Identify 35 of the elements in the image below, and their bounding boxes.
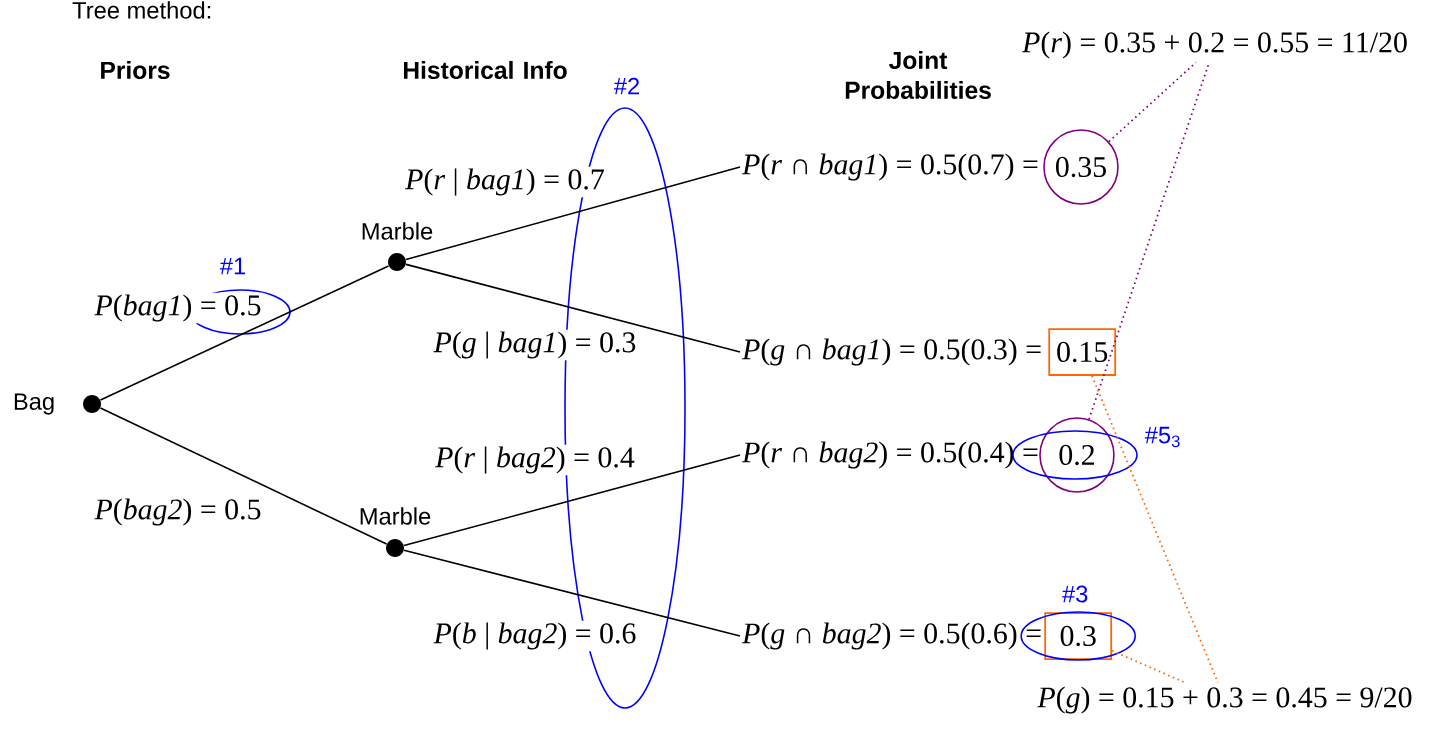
leader-line <box>1108 61 1197 143</box>
edge-label: P(bag1) = 0.5 <box>92 292 264 324</box>
sum-formula: P(g) = 0.15 + 0.3 = 0.45 = 9/20 <box>1037 686 1412 714</box>
circled-value: 0.35 <box>1043 129 1119 205</box>
node-label: Bag <box>14 393 54 415</box>
edge-label: P(g | bag1) = 0.3 <box>431 329 639 361</box>
column-heading: Priors <box>101 60 170 80</box>
leader-line <box>1091 375 1219 684</box>
branch-line <box>405 166 741 261</box>
branch-line <box>403 549 741 637</box>
step-label: #5$_{3}$ <box>1144 426 1180 448</box>
node-label: Marble <box>362 222 433 240</box>
branch-line <box>99 407 388 545</box>
leader-line <box>1111 649 1186 684</box>
formula-text: P(g ∩ bag2) = 0.5(0.6) = <box>741 622 1041 650</box>
formula-text: P(g ∩ bag1) = 0.5(0.3) = <box>741 338 1041 366</box>
sum-formula: P(r) = 0.35 + 0.2 = 0.55 = 11/20 <box>1021 31 1407 59</box>
branch-line <box>403 454 741 547</box>
column-heading: Historical Info <box>403 60 567 80</box>
step-label: #2 <box>613 77 639 95</box>
formula-text: P(r ∩ bag2) = 0.5(0.4) = <box>741 441 1038 469</box>
edge-label: P(r | bag1) = 0.7 <box>403 166 607 198</box>
boxed-value: 0.3 <box>1044 612 1113 660</box>
formula-text: P(r ∩ bag1) = 0.5(0.7) = <box>741 153 1038 181</box>
branch-line <box>99 265 390 401</box>
edge-label: P(b | bag2) = 0.6 <box>431 620 639 652</box>
column-heading: Joint Probabilities <box>845 51 991 99</box>
branch-line <box>405 263 741 353</box>
edge-label: P(bag2) = 0.5 <box>92 496 264 528</box>
step-label: #1 <box>219 257 246 275</box>
edge-label: P(r | bag2) = 0.4 <box>433 444 637 476</box>
boxed-value: 0.15 <box>1048 328 1117 376</box>
title: Tree method: <box>72 1 211 19</box>
circled-value: 0.2 <box>1039 417 1115 493</box>
node-label: Marble <box>360 507 431 525</box>
